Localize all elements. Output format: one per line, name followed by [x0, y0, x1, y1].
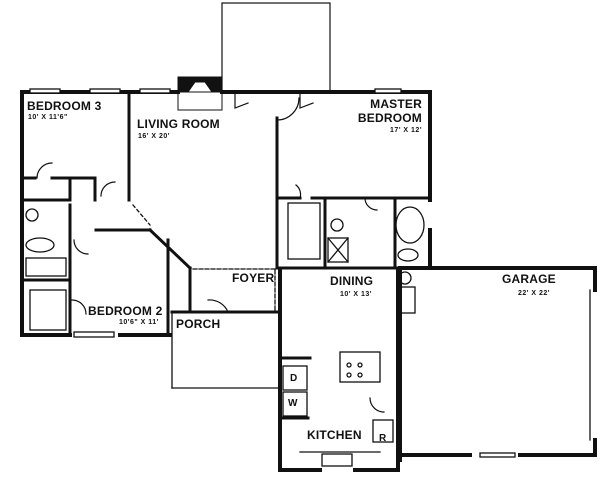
room-label-bedroom-3: BEDROOM 3	[27, 99, 102, 113]
room-label-garage: GARAGE	[502, 272, 556, 286]
room-label-dining: DINING	[330, 274, 374, 288]
refrigerator-box	[372, 419, 394, 443]
washer	[282, 391, 308, 417]
room-label-foyer: FOYER	[232, 271, 275, 285]
room-size-dining: 10' X 13'	[340, 291, 372, 298]
room-size-garage: 22' X 22'	[518, 290, 550, 297]
room-label-kitchen: KITCHEN	[307, 428, 362, 442]
room-label-master-line2: BEDROOM	[357, 111, 422, 125]
appliance-label-dryer: D	[290, 373, 298, 384]
kitchen-island	[339, 351, 381, 383]
room-label-bedroom-2: BEDROOM 2	[88, 304, 163, 318]
fireplace-icon	[177, 76, 223, 93]
room-label-master-line1: MASTER	[370, 97, 422, 111]
room-label-living-room: LIVING ROOM	[137, 117, 220, 131]
room-label-porch: PORCH	[176, 317, 221, 331]
room-size-bedroom-3: 10' X 11'6"	[28, 114, 68, 121]
room-size-bedroom-2: 10'6" X 11'	[119, 319, 159, 326]
appliance-label-r: R	[379, 433, 387, 444]
room-size-master: 17' X 12'	[390, 127, 422, 134]
dryer	[282, 365, 308, 391]
rear-deck	[221, 2, 331, 92]
room-size-living-room: 16' X 20'	[138, 133, 170, 140]
appliance-label-washer: W	[288, 398, 298, 409]
